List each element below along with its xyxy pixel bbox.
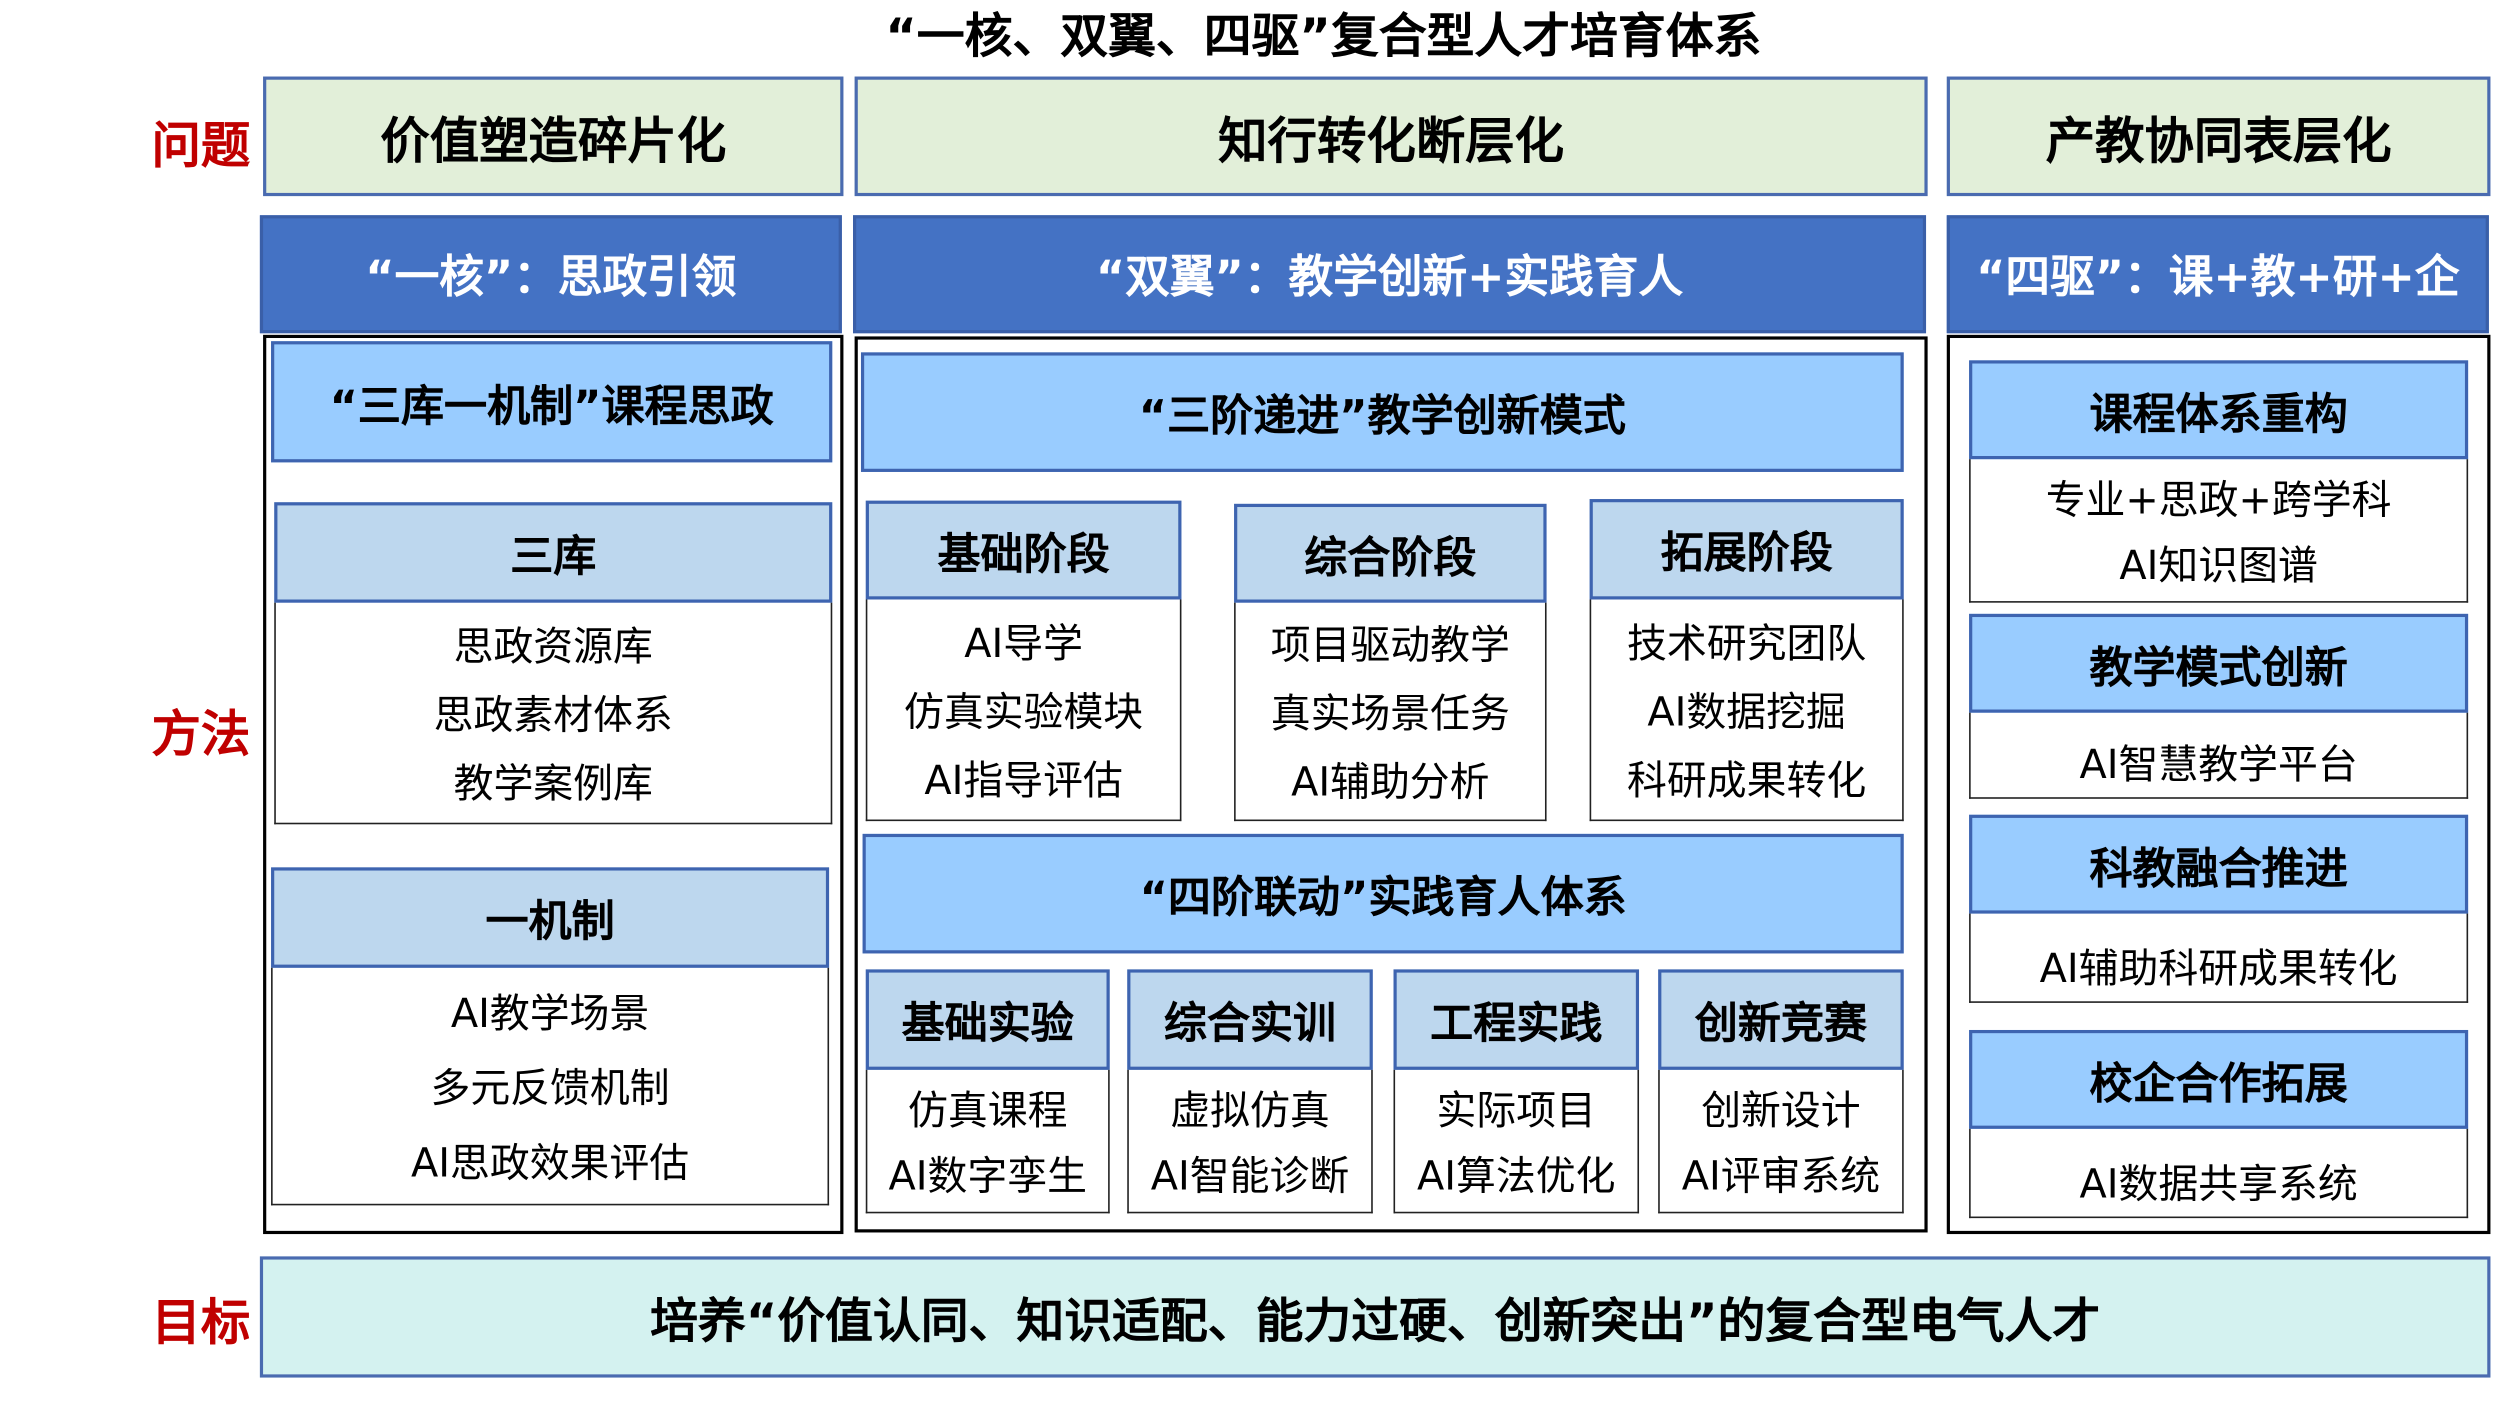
card-item: AI智能诊断 bbox=[1150, 1152, 1350, 1199]
card-item: 教学案例库 bbox=[453, 761, 653, 808]
drive-teaching: 教学模式创新 AI智慧教学平台 bbox=[1969, 613, 2469, 799]
card-title: 教学模式创新 bbox=[1969, 613, 2469, 713]
pillar-core: “一核”：思政引领 bbox=[259, 215, 842, 334]
stage-extended: 拓展阶段 技术研究团队 AI数据挖掘 科研成果转化 bbox=[1589, 499, 1904, 822]
problem-3: 产教协同表层化 bbox=[1946, 76, 2491, 197]
card-item: AI辅助分析 bbox=[1291, 758, 1490, 805]
card-item: 创新设计 bbox=[1701, 1087, 1861, 1135]
wings-frame bbox=[854, 336, 1928, 1233]
card-item: AI思政效果评估 bbox=[410, 1139, 690, 1186]
label-goal: 目标 bbox=[151, 1293, 251, 1352]
problem-2: 知行转化断层化 bbox=[854, 76, 1928, 197]
core-banner: “三库一机制”课程思政 bbox=[271, 341, 833, 463]
card-one-mechanism: 一机制 AI教学场景 多元反馈机制 AI思政效果评估 bbox=[271, 867, 830, 1206]
card-title: 综合实训 bbox=[1127, 969, 1373, 1070]
drive-research: 科教融合推进 AI辅助科研成果转化 bbox=[1969, 814, 2469, 1003]
card-title: 基础实验 bbox=[865, 969, 1110, 1070]
card-item: AI知识图谱 bbox=[2119, 541, 2318, 588]
practice-competition: 创新竞赛 创新设计 AI评审系统 bbox=[1658, 969, 1904, 1214]
goal-box: 培养“价值认同、知识适配、能力过硬、创新突出”的复合型电气人才 bbox=[259, 1256, 2491, 1378]
card-title: 课程体系重构 bbox=[1969, 360, 2469, 460]
card-item: 真实场景任务 bbox=[1270, 690, 1510, 737]
problem-1: 价值塑造碎片化 bbox=[263, 76, 844, 197]
card-item: 多元反馈机制 bbox=[430, 1065, 670, 1112]
drive-enterprise: 校企合作拓展 AI数据共享系统 bbox=[1969, 1029, 2469, 1219]
pillar-drives: “四驱”：课+教+研+企 bbox=[1946, 215, 2489, 334]
pillar-wings: “双翼”：教学创新+实践育人 bbox=[853, 215, 1927, 334]
card-title: 校企合作拓展 bbox=[1969, 1029, 2469, 1129]
stage-basic: 基础阶段 AI导学 仿真实验模块 AI指导评估 bbox=[865, 500, 1182, 822]
practice-basic: 基础实验 仿真课程 AI数字孪生 bbox=[865, 969, 1110, 1214]
card-title: 三库 bbox=[274, 502, 833, 603]
card-item: AI算法优化 bbox=[1417, 1152, 1616, 1199]
card-item: AI辅助科研成果转化 bbox=[2039, 945, 2398, 992]
card-item: AI数字孪生 bbox=[888, 1152, 1087, 1199]
practice-banner: “四阶联动”实践育人体系 bbox=[862, 833, 1904, 954]
card-title: 科教融合推进 bbox=[1969, 814, 2469, 914]
drive-curriculum: 课程体系重构 专业+思政+跨学科 AI知识图谱 bbox=[1969, 360, 2469, 603]
card-title: 工程实践 bbox=[1393, 969, 1640, 1070]
card-title: 拓展阶段 bbox=[1589, 499, 1904, 600]
practice-training: 综合实训 虚拟仿真 AI智能诊断 bbox=[1127, 969, 1373, 1214]
core-frame bbox=[263, 334, 844, 1235]
card-item: AI智慧教学平台 bbox=[2079, 741, 2358, 788]
card-item: 项目驱动教学 bbox=[1270, 622, 1510, 669]
card-item: 实际项目 bbox=[1436, 1087, 1596, 1135]
teaching-banner: “三阶递进”教学创新模式 bbox=[860, 352, 1904, 472]
practice-engineering: 工程实践 实际项目 AI算法优化 bbox=[1393, 969, 1640, 1214]
card-item: AI指导评估 bbox=[924, 757, 1123, 805]
card-title: 创新竞赛 bbox=[1658, 969, 1904, 1070]
card-title: 综合阶段 bbox=[1234, 503, 1547, 603]
card-item: AI教学场景 bbox=[450, 990, 650, 1037]
label-method: 方法 bbox=[151, 705, 251, 763]
card-item: 思政资源库 bbox=[453, 622, 653, 670]
stage-integrated: 综合阶段 项目驱动教学 真实场景任务 AI辅助分析 bbox=[1234, 503, 1547, 822]
card-item: 虚拟仿真 bbox=[1170, 1087, 1330, 1135]
drives-frame bbox=[1946, 334, 2491, 1235]
card-item: 专业+思政+跨学科 bbox=[2045, 477, 2392, 524]
card-item: AI导学 bbox=[964, 619, 1083, 666]
card-item: AI数据挖掘 bbox=[1647, 688, 1846, 735]
diagram-title: “一核、双翼、四驱”复合型人才培育体系 bbox=[885, 9, 1762, 66]
card-item: 技术研究团队 bbox=[1627, 619, 1867, 666]
card-three-libraries: 三库 思政资源库 思政素材体系 教学案例库 bbox=[274, 502, 833, 825]
card-item: AI数据共享系统 bbox=[2079, 1160, 2358, 1207]
card-item: 仿真实验模块 bbox=[903, 688, 1144, 735]
card-title: 基础阶段 bbox=[865, 500, 1182, 600]
card-item: 思政素材体系 bbox=[433, 691, 673, 739]
label-problem: 问题 bbox=[151, 117, 251, 175]
card-item: 科研成果转化 bbox=[1627, 757, 1867, 805]
card-title: 一机制 bbox=[271, 867, 830, 968]
card-item: AI评审系统 bbox=[1681, 1152, 1881, 1199]
card-item: 仿真课程 bbox=[907, 1087, 1068, 1135]
